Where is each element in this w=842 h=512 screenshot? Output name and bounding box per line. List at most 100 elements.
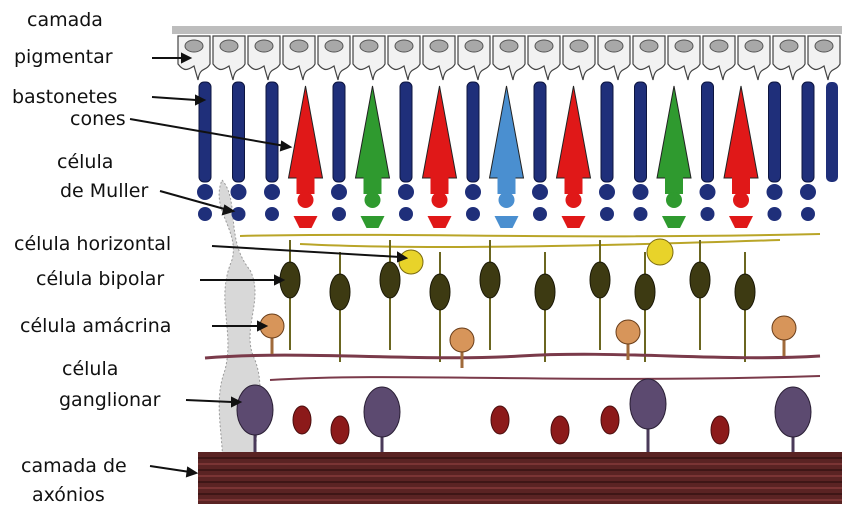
rod-cell — [534, 82, 546, 182]
rod-cell — [266, 82, 278, 182]
pigment-nucleus — [465, 40, 483, 52]
small-ganglion-cell — [601, 406, 619, 434]
rod-cell — [233, 82, 245, 182]
label-horizontal-cell: célula horizontal — [14, 233, 171, 255]
pigment-nucleus — [535, 40, 553, 52]
pigment-nucleus — [570, 40, 588, 52]
rod-nucleus — [532, 184, 548, 200]
rod-nucleus — [231, 184, 247, 200]
rod-terminal — [399, 207, 413, 221]
pigment-nucleus — [500, 40, 518, 52]
bipolar-cell — [480, 262, 500, 298]
rod-terminal — [600, 207, 614, 221]
bipolar-cell — [590, 262, 610, 298]
amacrine-cell — [772, 316, 796, 340]
rod-nucleus — [398, 184, 414, 200]
rod-nucleus — [264, 184, 280, 200]
cone-inner-segment — [498, 176, 516, 194]
label-pigment-layer-2: pigmentar — [14, 46, 113, 68]
rod-cell — [802, 82, 814, 182]
cone-nucleus — [432, 192, 448, 208]
pigment-nucleus — [780, 40, 798, 52]
label-cones: cones — [70, 108, 126, 130]
rod-nucleus — [633, 184, 649, 200]
label-rods: bastonetes — [12, 86, 117, 108]
rod-terminal — [533, 207, 547, 221]
cone-inner-segment — [297, 176, 315, 194]
rod-cell — [635, 82, 647, 182]
pigment-nucleus — [325, 40, 343, 52]
ganglion-cell — [775, 387, 811, 437]
cone-nucleus — [666, 192, 682, 208]
rod-nucleus — [465, 184, 481, 200]
bipolar-cell — [430, 274, 450, 310]
rod-cell — [400, 82, 412, 182]
bipolar-cell — [735, 274, 755, 310]
bipolar-cell — [535, 274, 555, 310]
cone-inner-segment — [565, 176, 583, 194]
bipolar-cell — [330, 274, 350, 310]
small-ganglion-cell — [711, 416, 729, 444]
small-ganglion-cell — [331, 416, 349, 444]
rod-terminal — [634, 207, 648, 221]
pigment-nucleus — [360, 40, 378, 52]
rod-terminal — [232, 207, 246, 221]
bipolar-cell — [380, 262, 400, 298]
rod-cell — [702, 82, 714, 182]
cone-nucleus — [365, 192, 381, 208]
rod-nucleus — [767, 184, 783, 200]
pigment-nucleus — [430, 40, 448, 52]
rod-nucleus — [331, 184, 347, 200]
bipolar-cell — [635, 274, 655, 310]
cone-nucleus — [298, 192, 314, 208]
pigment-layer — [172, 26, 842, 34]
label-pigment-layer-1: camada — [27, 9, 103, 31]
small-ganglion-cell — [491, 406, 509, 434]
amacrine-cell — [450, 328, 474, 352]
cone-nucleus — [499, 192, 515, 208]
rod-terminal — [801, 207, 815, 221]
pigment-nucleus — [640, 40, 658, 52]
pigment-nucleus — [745, 40, 763, 52]
pigment-nucleus — [185, 40, 203, 52]
cone-inner-segment — [732, 176, 750, 194]
small-ganglion-cell — [551, 416, 569, 444]
amacrine-cell — [616, 320, 640, 344]
cone-nucleus — [733, 192, 749, 208]
rod-terminal — [198, 207, 212, 221]
cone-inner-segment — [431, 176, 449, 194]
pigment-nucleus — [220, 40, 238, 52]
axon-layer — [198, 452, 842, 504]
ganglion-cell — [630, 379, 666, 429]
label-ganglion-2: ganglionar — [59, 389, 161, 411]
cone-inner-segment — [364, 176, 382, 194]
pigment-nucleus — [710, 40, 728, 52]
label-muller-1: célula — [57, 151, 113, 173]
rod-nucleus — [700, 184, 716, 200]
cone-inner-segment — [665, 176, 683, 194]
rod-cell — [333, 82, 345, 182]
pigment-nucleus — [290, 40, 308, 52]
label-axon-layer-1: camada de — [21, 455, 127, 477]
rod-terminal — [768, 207, 782, 221]
rod-terminal — [265, 207, 279, 221]
cone-nucleus — [566, 192, 582, 208]
rod-cell — [601, 82, 613, 182]
rod-terminal — [701, 207, 715, 221]
small-ganglion-cell — [293, 406, 311, 434]
ganglion-cell — [364, 387, 400, 437]
horizontal-cell — [399, 250, 423, 274]
pigment-nucleus — [815, 40, 833, 52]
ganglion-cell — [237, 385, 273, 435]
pigment-nucleus — [675, 40, 693, 52]
label-bipolar-cell: célula bipolar — [36, 268, 164, 290]
label-muller-2: de Muller — [60, 180, 148, 202]
rod-nucleus — [197, 184, 213, 200]
rod-terminal — [332, 207, 346, 221]
label-axon-layer-2: axónios — [32, 484, 105, 506]
rod-nucleus — [800, 184, 816, 200]
rod-cell — [769, 82, 781, 182]
rod-cell — [467, 82, 479, 182]
pigment-nucleus — [255, 40, 273, 52]
pigment-nucleus — [605, 40, 623, 52]
